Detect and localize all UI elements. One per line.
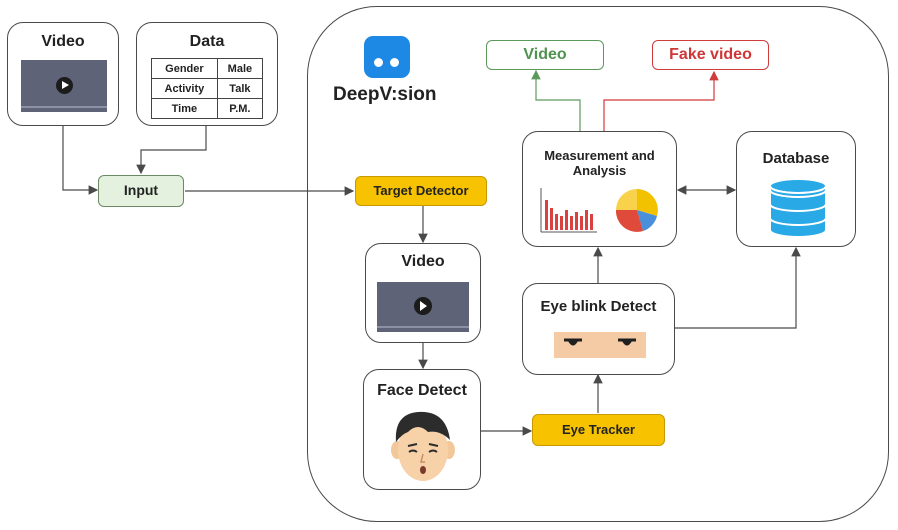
table-cell: Time: [151, 98, 218, 119]
input-video-card: Video: [7, 22, 119, 126]
face-icon: [388, 406, 458, 486]
input-node: Input: [98, 175, 184, 207]
edge-data-input: [136, 126, 207, 175]
table-row: Gender Male: [151, 58, 264, 79]
input-data-title: Data: [189, 33, 225, 50]
face-detect-card: Face Detect: [363, 369, 481, 490]
database-title: Database: [762, 150, 830, 167]
system-video-card: Video: [365, 243, 481, 343]
table-cell: Male: [216, 58, 264, 79]
video-player-icon: [21, 60, 107, 112]
edge-video-input: [62, 126, 99, 195]
output-fake-video-node: Fake video: [652, 40, 769, 70]
table-cell: Talk: [216, 78, 264, 99]
measurement-analysis-card: Measurement and Analysis: [522, 131, 677, 247]
edge-blink-database: [675, 246, 801, 329]
bar-chart-icon: [539, 186, 599, 234]
edge-measurement-video: [531, 69, 581, 131]
brand-name: DeepV:sion: [333, 84, 437, 105]
output-video-node: Video: [486, 40, 604, 70]
input-data-card: Data Gender Male Activity Talk Time P.M.: [136, 22, 278, 126]
data-table: Gender Male Activity Talk Time P.M.: [151, 58, 264, 119]
table-row: Time P.M.: [151, 98, 264, 119]
deepvision-system-container: [307, 6, 889, 522]
table-cell: Activity: [151, 78, 218, 99]
eye-blink-detect-title: Eye blink Detect: [540, 298, 657, 315]
database-card: Database: [736, 131, 856, 247]
eye-blink-detect-card: Eye blink Detect: [522, 283, 675, 375]
measurement-analysis-title: Measurement and Analysis: [544, 148, 655, 178]
eye-tracker-node: Eye Tracker: [532, 414, 665, 446]
table-row: Activity Talk: [151, 78, 264, 99]
edge-measurement-fake: [603, 70, 719, 131]
deepvision-logo-icon: [364, 36, 410, 78]
pie-chart-icon: [613, 188, 663, 234]
input-video-title: Video: [41, 33, 85, 50]
face-detect-title: Face Detect: [377, 382, 467, 399]
target-detector-node: Target Detector: [355, 176, 487, 206]
system-video-title: Video: [401, 253, 445, 270]
eyes-icon: [554, 332, 646, 358]
database-icon: [767, 176, 829, 238]
table-cell: P.M.: [216, 98, 264, 119]
video-player-icon: [377, 282, 469, 332]
table-cell: Gender: [151, 58, 218, 79]
